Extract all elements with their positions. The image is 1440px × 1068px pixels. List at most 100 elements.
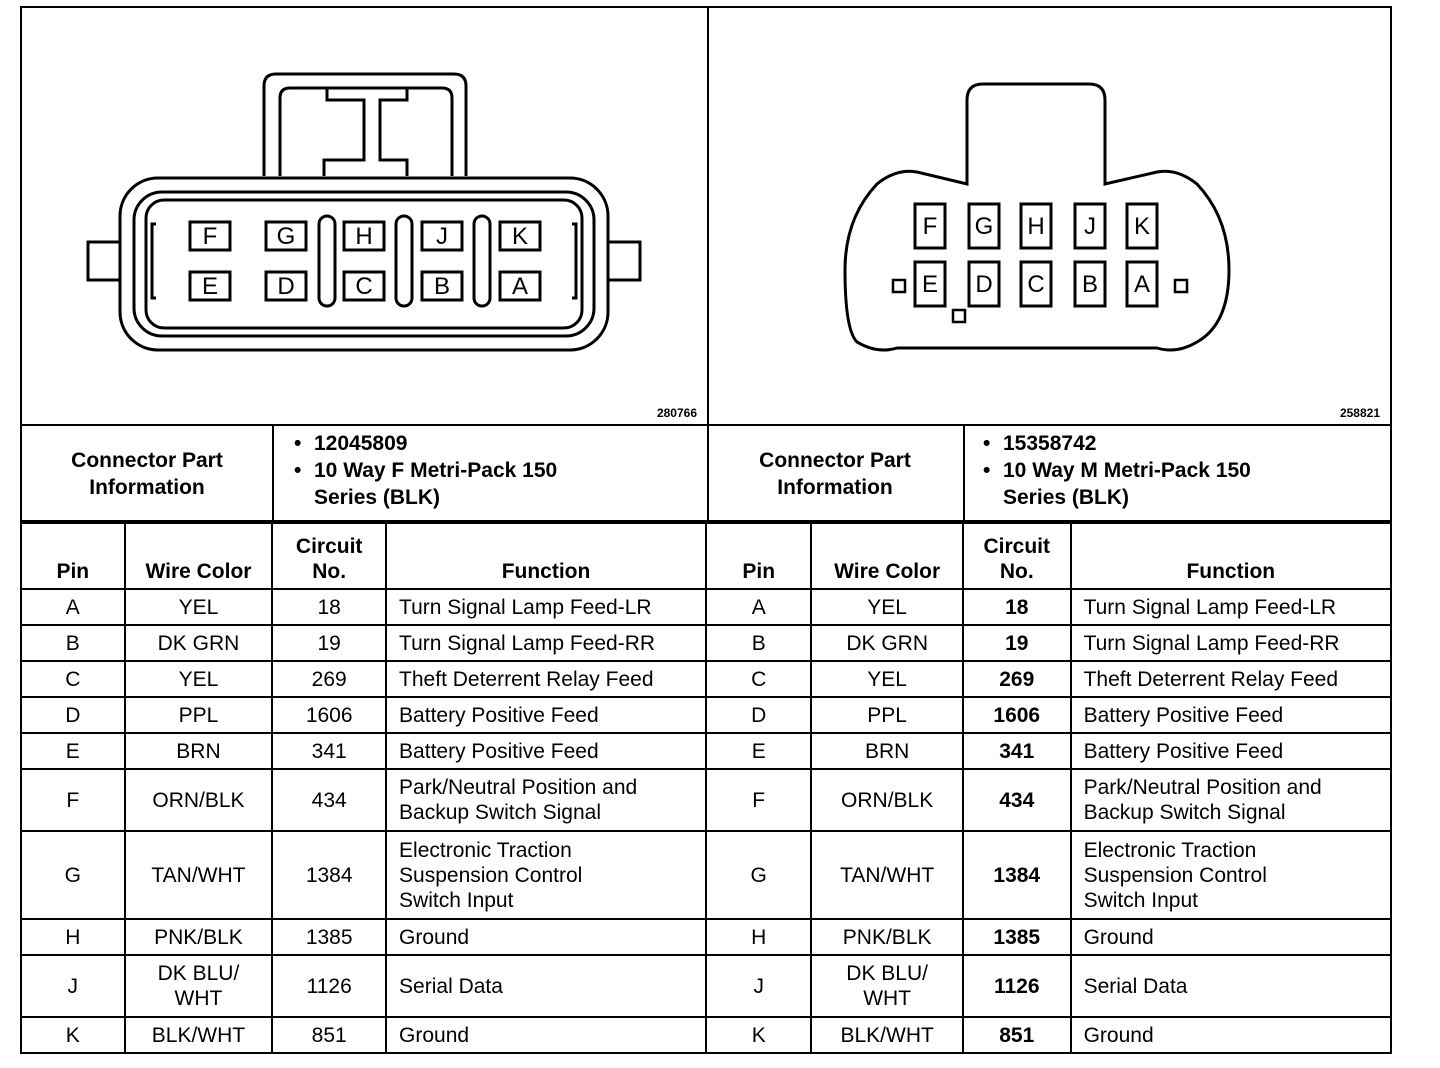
cell-pin: C <box>20 660 126 698</box>
pin-cavity <box>264 270 308 302</box>
cell-wire-color: ORN/BLK <box>810 768 964 832</box>
cell-function: Theft Deterrent Relay Feed <box>1069 660 1393 698</box>
cell-function: Turn Signal Lamp Feed-LR <box>1069 588 1393 626</box>
part-number: 15358742 <box>979 430 1263 457</box>
cell-circuit: 1384 <box>961 830 1072 920</box>
cell-circuit: 19 <box>271 624 388 662</box>
function-line: Turn Signal Lamp Feed-LR <box>1083 595 1337 619</box>
header-function: Function <box>1069 520 1393 590</box>
pin-cavity <box>1073 260 1107 308</box>
cell-pin: J <box>20 954 126 1018</box>
header-pin: Pin <box>20 520 126 590</box>
cell-wire-color: BRN <box>123 732 274 770</box>
cell-pin: F <box>20 768 126 832</box>
function-line: Battery Positive Feed <box>399 739 599 763</box>
part-description: 10 Way F Metri-Pack 150 Series (BLK) <box>290 457 574 511</box>
pin-cavity <box>913 202 947 250</box>
cell-function: Battery Positive Feed <box>1069 696 1393 734</box>
function-line: Ground <box>1083 925 1154 949</box>
cell-wire-color: DK GRN <box>810 624 964 662</box>
cell-circuit: 18 <box>961 588 1072 626</box>
cell-function: Turn Signal Lamp Feed-LR <box>385 588 707 626</box>
cell-pin: D <box>20 696 126 734</box>
cell-circuit: 1385 <box>271 918 388 956</box>
pin-label: E <box>202 273 218 300</box>
cell-function: Theft Deterrent Relay Feed <box>385 660 707 698</box>
function-line: Switch Input <box>1083 888 1198 912</box>
cell-wire-color: YEL <box>123 588 274 626</box>
part-info-label: Connector Part Information <box>707 426 965 522</box>
part-number: 12045809 <box>290 430 574 457</box>
cell-circuit: 1606 <box>271 696 388 734</box>
cell-pin: G <box>20 830 126 920</box>
cell-wire-color: PNK/BLK <box>810 918 964 956</box>
pin-label: B <box>1082 271 1098 298</box>
cell-pin: H <box>704 918 813 956</box>
cell-wire-color: BLK/WHT <box>123 1016 274 1054</box>
cell-wire-color: TAN/WHT <box>810 830 964 920</box>
figure-number: 280766 <box>656 406 697 420</box>
pin-label: C <box>1027 271 1044 298</box>
function-line: Battery Positive Feed <box>399 703 599 727</box>
function-line: Backup Switch Signal <box>1083 801 1286 824</box>
cell-wire-color: YEL <box>810 588 964 626</box>
cell-pin: A <box>20 588 126 626</box>
cell-circuit: 851 <box>271 1016 388 1054</box>
cell-function: Ground <box>385 1016 707 1054</box>
pin-label: C <box>355 273 372 300</box>
connector-part-info: Connector Part Information 15358742 10 W… <box>707 424 1392 524</box>
cell-circuit: 341 <box>961 732 1072 770</box>
header-circuit-line2: No. <box>999 560 1034 583</box>
cell-wire-color: BLK/WHT <box>810 1016 964 1054</box>
cell-circuit: 19 <box>961 624 1072 662</box>
function-line: Ground <box>399 1023 470 1047</box>
pin-label: A <box>512 273 528 300</box>
cell-function: Battery Positive Feed <box>385 732 707 770</box>
function-line: Suspension Control <box>1083 863 1267 887</box>
header-wire-color: Wire Color <box>123 520 274 590</box>
part-description: 10 Way M Metri-Pack 150 Series (BLK) <box>979 457 1263 511</box>
pin-label: H <box>1027 213 1044 240</box>
pin-label: J <box>1084 213 1096 240</box>
cell-circuit: 1384 <box>271 830 388 920</box>
function-line: Turn Signal Lamp Feed-RR <box>399 631 656 655</box>
cell-function: Battery Positive Feed <box>385 696 707 734</box>
function-line: Park/Neutral Position and <box>1083 776 1322 799</box>
function-line: Ground <box>399 925 470 949</box>
pin-label: G <box>975 213 994 240</box>
pin-cavity <box>1019 260 1053 308</box>
function-line: Ground <box>1083 1023 1154 1047</box>
pin-cavity <box>342 270 386 302</box>
pin-label: F <box>203 223 218 250</box>
function-line: Theft Deterrent Relay Feed <box>1083 667 1339 691</box>
cell-pin: E <box>20 732 126 770</box>
cell-pin: B <box>20 624 126 662</box>
cell-pin: D <box>704 696 813 734</box>
cell-function: Battery Positive Feed <box>1069 732 1393 770</box>
header-circuit-line1: Circuit <box>295 535 363 558</box>
part-info-list: 12045809 10 Way F Metri-Pack 150 Series … <box>290 430 574 511</box>
pin-label: A <box>1134 271 1150 298</box>
function-line: Electronic Traction <box>1083 838 1257 862</box>
pin-cavity <box>1019 202 1053 250</box>
pin-cavity <box>420 270 464 302</box>
cell-wire-color: PPL <box>810 696 964 734</box>
cell-pin: E <box>704 732 813 770</box>
